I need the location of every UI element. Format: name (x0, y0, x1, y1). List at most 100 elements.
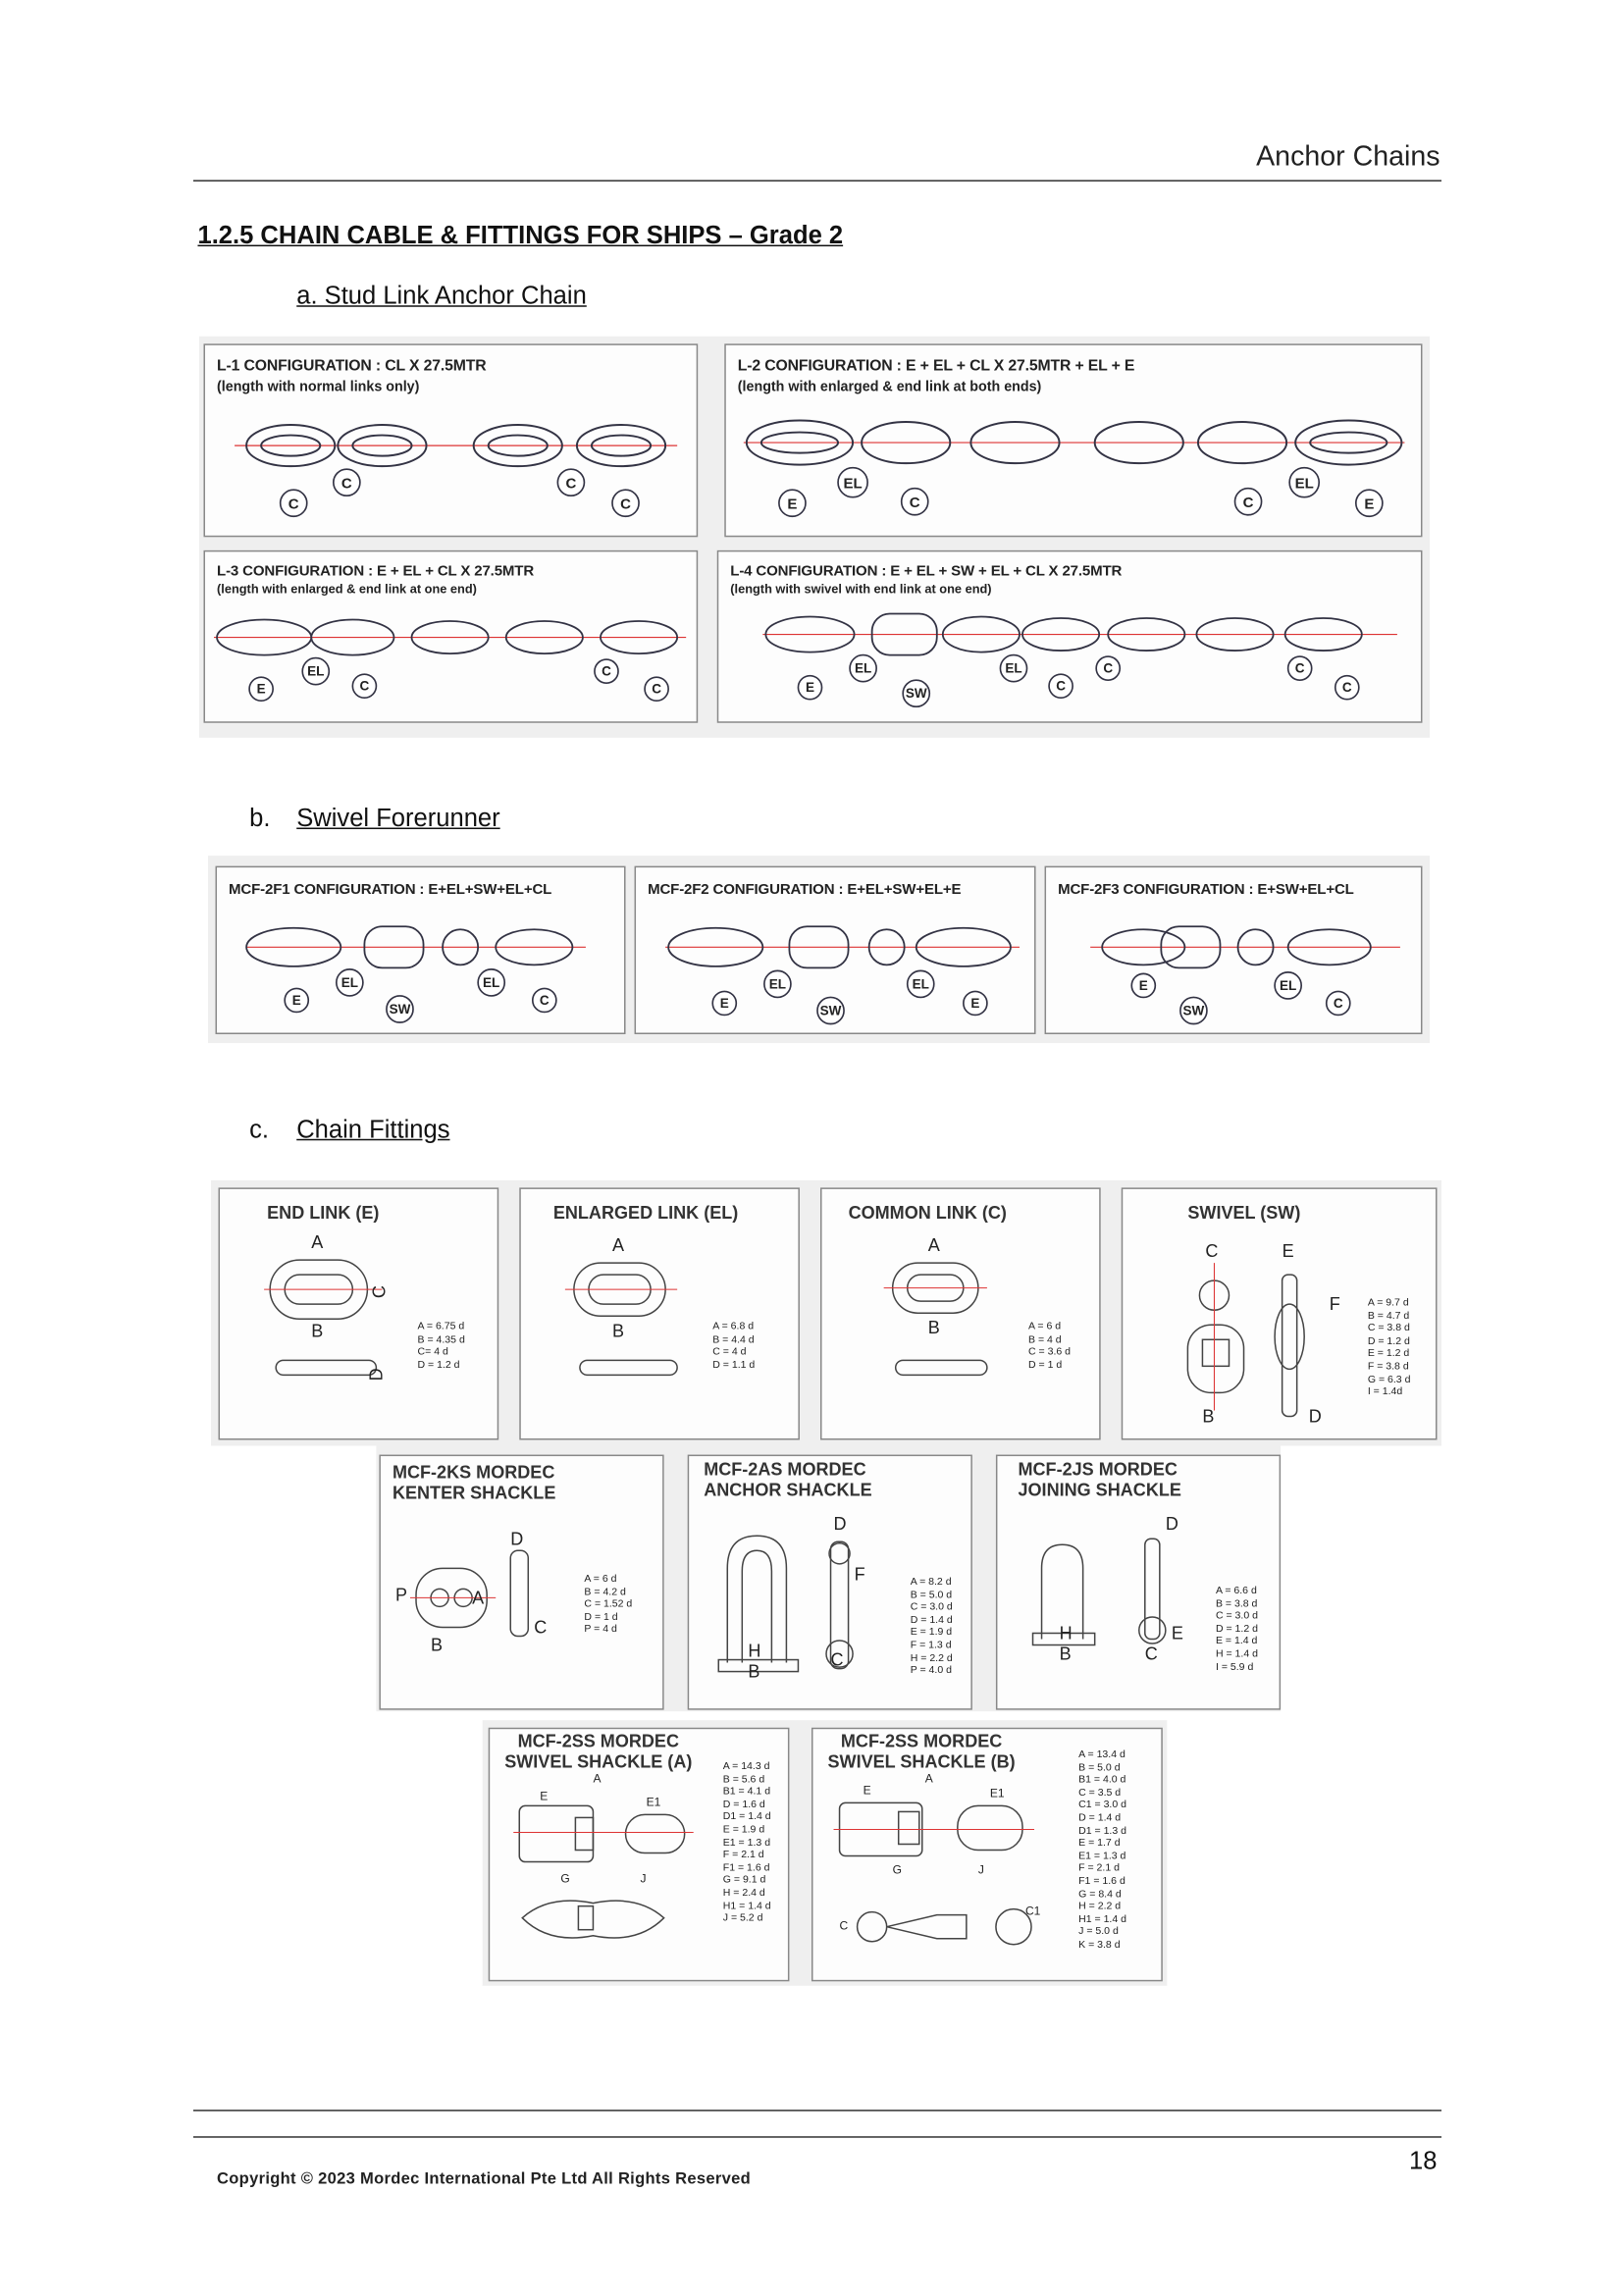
svg-text:B: B (1202, 1406, 1214, 1426)
svg-text:B: B (311, 1321, 323, 1340)
svg-text:C: C (1295, 661, 1305, 676)
svg-text:E: E (1172, 1623, 1183, 1643)
subsection-b-letter: b. (249, 804, 271, 833)
svg-text:P: P (395, 1585, 407, 1604)
svg-text:C: C (1334, 996, 1343, 1011)
config-l2-panel: L-2 CONFIGURATION : E + EL + CL X 27.5MT… (724, 343, 1423, 538)
config-l4-subtitle: (length with swivel with end link at one… (730, 581, 992, 597)
svg-text:G: G (560, 1872, 569, 1886)
svg-text:E1: E1 (990, 1786, 1005, 1800)
svg-text:EL: EL (843, 476, 862, 493)
svg-text:A: A (472, 1588, 484, 1607)
config-l4-panel: L-4 CONFIGURATION : E + EL + SW + EL + C… (716, 549, 1423, 723)
config-l3-subtitle: (length with enlarged & end link at one … (217, 581, 477, 597)
svg-text:SW: SW (820, 1003, 842, 1018)
svg-text:C: C (369, 1285, 389, 1298)
svg-text:C: C (1342, 680, 1352, 695)
svg-text:F: F (1330, 1294, 1340, 1314)
running-header: Anchor Chains (1256, 141, 1440, 173)
svg-text:C: C (1056, 679, 1066, 694)
end-link-title: END LINK (E) (267, 1202, 380, 1224)
svg-text:H: H (1060, 1623, 1073, 1643)
svg-text:E: E (257, 682, 266, 697)
svg-text:C: C (602, 664, 611, 679)
footer-rule-top (192, 2110, 1442, 2112)
svg-text:D: D (1309, 1406, 1322, 1426)
svg-text:A: A (928, 1235, 940, 1255)
config-l2-subtitle: (length with enlarged & end link at both… (737, 379, 1042, 395)
config-l1-panel: L-1 CONFIGURATION : CL X 27.5MTR (length… (203, 343, 699, 538)
svg-text:E: E (970, 996, 979, 1011)
svg-text:H: H (748, 1642, 760, 1661)
svg-text:C: C (840, 1919, 849, 1933)
subsection-c-heading: Chain Fittings (296, 1115, 450, 1144)
svg-text:E: E (1364, 496, 1374, 513)
svg-text:C: C (360, 679, 370, 694)
footer-rule-bottom (192, 2136, 1442, 2138)
svg-text:B: B (928, 1318, 940, 1337)
forerunner-f3-diagram: E SW EL C (1090, 925, 1400, 1025)
svg-text:E: E (1139, 978, 1148, 993)
svg-text:C: C (620, 496, 631, 513)
config-l3-title: L-3 CONFIGURATION : E + EL + CL X 27.5MT… (217, 563, 535, 580)
section-title: 1.2.5 CHAIN CABLE & FITTINGS FOR SHIPS –… (197, 221, 844, 250)
svg-text:EL: EL (1295, 476, 1314, 493)
svg-text:D: D (366, 1368, 386, 1381)
svg-text:C: C (1243, 495, 1254, 511)
svg-text:C: C (1145, 1644, 1158, 1664)
svg-text:C: C (288, 496, 299, 513)
svg-text:C: C (341, 476, 352, 493)
svg-text:B: B (1060, 1644, 1072, 1664)
svg-text:SW: SW (1183, 1003, 1205, 1018)
svg-text:D: D (834, 1514, 847, 1534)
svg-text:E: E (806, 680, 814, 695)
svg-text:F: F (855, 1564, 865, 1584)
svg-text:C: C (652, 682, 661, 697)
forerunner-f1-title: MCF-2F1 CONFIGURATION : E+EL+SW+EL+CL (229, 882, 552, 899)
svg-text:C: C (831, 1650, 844, 1670)
svg-text:E: E (720, 996, 729, 1011)
config-l3-panel: L-3 CONFIGURATION : E + EL + CL X 27.5MT… (203, 549, 699, 723)
config-l2-title: L-2 CONFIGURATION : E + EL + CL X 27.5MT… (737, 356, 1135, 375)
forerunner-f2-title: MCF-2F2 CONFIGURATION : E+EL+SW+EL+E (648, 882, 962, 899)
forerunner-f3-title: MCF-2F3 CONFIGURATION : E+SW+EL+CL (1058, 882, 1354, 899)
svg-text:D: D (510, 1529, 523, 1548)
page-number: 18 (1409, 2146, 1438, 2175)
subsection-a-heading: a. Stud Link Anchor Chain (296, 282, 587, 310)
svg-text:G: G (893, 1863, 902, 1877)
config-l4-title: L-4 CONFIGURATION : E + EL + SW + EL + C… (730, 563, 1123, 580)
subsection-b-heading: Swivel Forerunner (296, 804, 500, 833)
forerunner-f3-panel: MCF-2F3 CONFIGURATION : E+SW+EL+CL E SW EL… (1044, 865, 1423, 1035)
config-l1-subtitle: (length with normal links only) (217, 379, 420, 395)
enlarged-link-drawing: AB (564, 1235, 678, 1377)
svg-text:C1: C1 (1025, 1905, 1041, 1918)
svg-text:E1: E1 (647, 1795, 661, 1808)
svg-text:EL: EL (1280, 978, 1296, 993)
svg-text:SW: SW (390, 1002, 411, 1017)
